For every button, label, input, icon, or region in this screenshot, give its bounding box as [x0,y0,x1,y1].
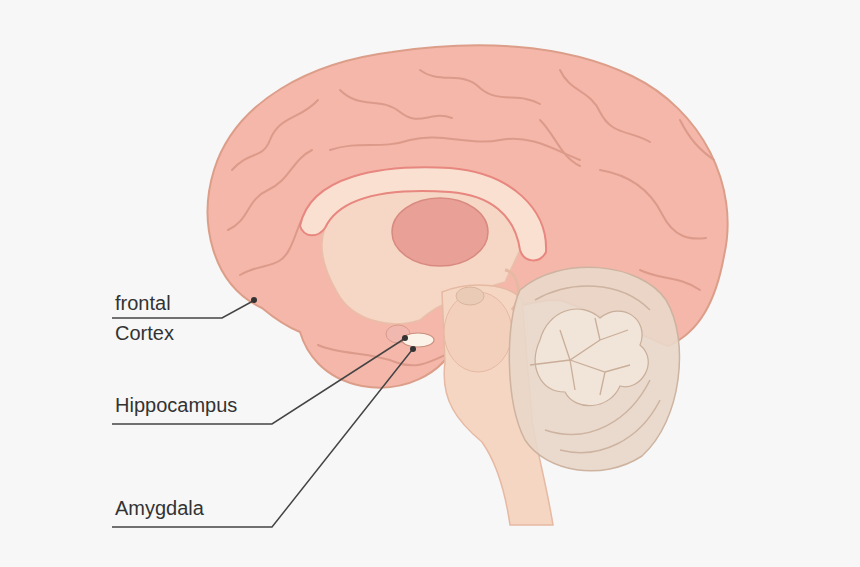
part-label: frontal Cortex [115,288,174,348]
leader-line [112,339,404,424]
arbor-vitae [535,309,648,406]
part-label: Hippocampus [115,394,237,417]
arbor-branches [530,318,630,395]
sulcus [330,137,580,160]
leader-dot [410,346,416,352]
midbrain [456,287,484,305]
sulcus [540,120,580,166]
folium [535,286,650,310]
sulcus [680,120,714,160]
leader-line [112,350,412,527]
sulcus [560,70,650,142]
sulcus [228,150,312,230]
pons [444,292,512,372]
leader-dot [251,297,257,303]
amygdala-shape [386,325,410,343]
branch [595,318,600,340]
branch [570,360,630,372]
sulcus [420,70,540,104]
folium [560,400,660,453]
leader-dot [402,335,408,341]
cerebellum [509,267,679,471]
thalamus [392,198,488,266]
sulcus [232,100,318,170]
branch [560,330,570,360]
branch [600,330,628,340]
sulcus [600,170,706,239]
sulcus [340,90,452,119]
hippocampus-shape [402,333,434,347]
sulcus [318,345,445,365]
branch [570,360,575,390]
part-label: Amygdala [115,497,204,520]
branch [600,372,605,395]
cerebellum-folia [535,286,660,452]
